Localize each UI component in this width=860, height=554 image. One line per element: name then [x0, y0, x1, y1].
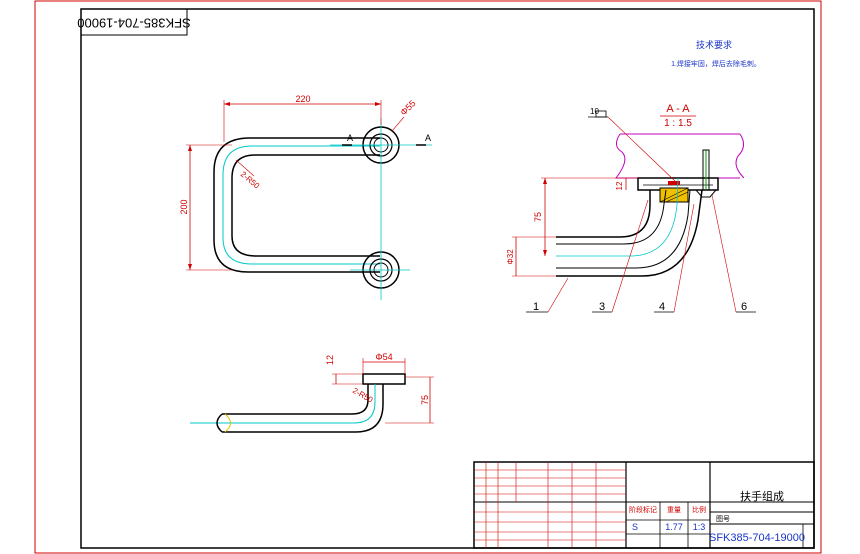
callout-1: 1	[533, 301, 539, 313]
inner-frame	[80, 8, 815, 549]
title-drawing-code: SFK385-704-19000	[709, 532, 805, 544]
tech-note: 1.焊接牢固，焊后去除毛刺。	[671, 59, 761, 68]
title-part-name: 扶手组成	[740, 489, 784, 503]
section-depth-dim: 75	[533, 212, 543, 222]
title-label-scale: 比例	[692, 505, 706, 514]
front-height-dim: 200	[179, 199, 189, 214]
side-bend-dim: 2-R50	[351, 386, 375, 405]
side-view: Φ54 12 75 2-R50	[190, 352, 434, 433]
title-label-weight: 重量	[667, 506, 681, 514]
rotated-number-box: SFK385-704-19000	[77, 8, 191, 36]
section-top-dim: 12	[615, 181, 624, 190]
front-width-dim: 220	[295, 94, 310, 104]
side-depth-dim: 75	[420, 395, 430, 405]
outer-border	[34, 0, 822, 554]
front-hole-dim: Φ55	[398, 98, 417, 117]
section-view: A - A 1 : 1.5 12 75	[506, 103, 756, 313]
front-view: 220 200 Φ55 2-R50 A A	[179, 94, 432, 300]
callout-weld: 10	[590, 107, 599, 116]
title-stage: S	[632, 522, 638, 532]
callout-6: 6	[741, 301, 747, 313]
side-plate-dim: Φ54	[375, 352, 392, 362]
section-mark-right: A	[425, 133, 431, 143]
callout-3: 3	[599, 301, 605, 313]
title-weight: 1.77	[665, 522, 683, 532]
section-title: A - A	[666, 103, 690, 115]
section-mark-left: A	[347, 133, 353, 143]
title-label-stage: 阶段标记	[629, 505, 657, 514]
title-label-code: 图号	[716, 515, 730, 523]
section-scale: 1 : 1.5	[664, 118, 692, 129]
callout-4: 4	[659, 301, 665, 313]
section-tube-dim: Φ32	[506, 249, 515, 265]
tech-title: 技术要求	[696, 39, 732, 50]
title-scale: 1:3	[693, 522, 706, 532]
rotated-drawing-number: SFK385-704-19000	[77, 16, 190, 31]
side-thk-dim: 12	[325, 355, 335, 365]
title-block: 扶手组成 图号 SFK385-704-19000 阶段标记 重量 比例 S 1.…	[473, 461, 815, 549]
